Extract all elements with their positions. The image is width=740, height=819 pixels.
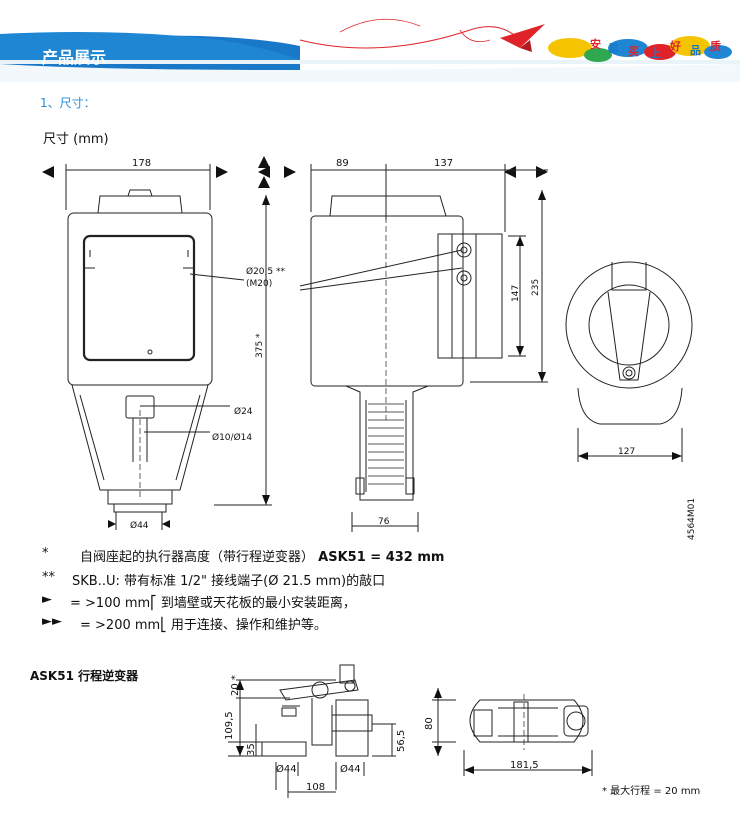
- dim-d24: Ø24: [234, 406, 253, 417]
- inverter-footnote: * 最大行程 = 20 mm: [602, 786, 701, 797]
- slogan-char: 安: [590, 38, 601, 51]
- note-double-asterisk-text: SKB..U: 带有标准 1/2" 接线端子(Ø 21.5 mm)的敲口: [72, 574, 386, 589]
- note-arrow: ►: [42, 592, 52, 607]
- inv-dim-108: 108: [306, 782, 325, 793]
- dim-m20: (M20): [246, 279, 272, 289]
- dim-375: 375 *: [255, 333, 265, 358]
- note-asterisk: *: [42, 546, 49, 561]
- note-double-asterisk: **: [42, 570, 55, 585]
- dim-147: 147: [511, 285, 521, 302]
- slogan-char: 上: [650, 47, 661, 60]
- slogan-char: 质: [710, 40, 721, 53]
- dim-d10: Ø10/Ø14: [212, 432, 252, 443]
- note-asterisk-text: 自阀座起的执行器高度（带行程逆变器） ASK51 = 432 mm: [80, 550, 445, 565]
- dim-127: 127: [618, 447, 635, 457]
- slogan-char: 易: [608, 42, 619, 55]
- slogan-char: 好: [670, 40, 681, 53]
- slogan-char: 买: [628, 45, 639, 58]
- dim-178: 178: [132, 158, 151, 169]
- inv-dim-d44a: Ø44: [276, 763, 297, 775]
- inv-dim-20: 20 *: [230, 675, 241, 696]
- inv-dim-109: 109,5: [224, 711, 235, 740]
- dim-d44: Ø44: [130, 520, 149, 531]
- dim-235: 235: [531, 279, 541, 296]
- note-double-arrow: ►►: [42, 614, 62, 629]
- header-banner: [0, 18, 740, 82]
- paper-plane-icon: [500, 24, 545, 48]
- dim-76: 76: [378, 517, 390, 527]
- header-title: 产品展示: [42, 48, 107, 67]
- note-arrow-text: = >100 mm⎡ 到墙壁或天花板的最小安装距离，: [70, 596, 356, 611]
- dim-d20: Ø20,5 **: [246, 266, 285, 277]
- actuator-drawing: 178 89 137 Ø20,5 ** (M20) Ø24 Ø10/Ø14 Ø4…: [42, 156, 697, 540]
- inverter-title: ASK51 行程逆变器: [30, 669, 139, 683]
- inv-dim-181: 181,5: [510, 760, 539, 771]
- slogan-char: 品: [690, 44, 701, 57]
- dim-137: 137: [434, 158, 453, 169]
- note-double-arrow-text: = >200 mm⎣ 用于连接、操作和维护等。: [80, 618, 327, 633]
- dim-89: 89: [336, 158, 349, 169]
- inv-dim-56: 56,5: [396, 730, 407, 752]
- dimension-heading: 尺寸 (mm): [43, 132, 109, 147]
- inv-dim-80: 80: [424, 717, 435, 730]
- section-label: 1、尺寸：: [40, 96, 96, 110]
- inv-dim-d44b: Ø44: [340, 763, 361, 775]
- drawing-code: 4564M01: [687, 498, 697, 540]
- inv-dim-35: 35: [246, 743, 257, 756]
